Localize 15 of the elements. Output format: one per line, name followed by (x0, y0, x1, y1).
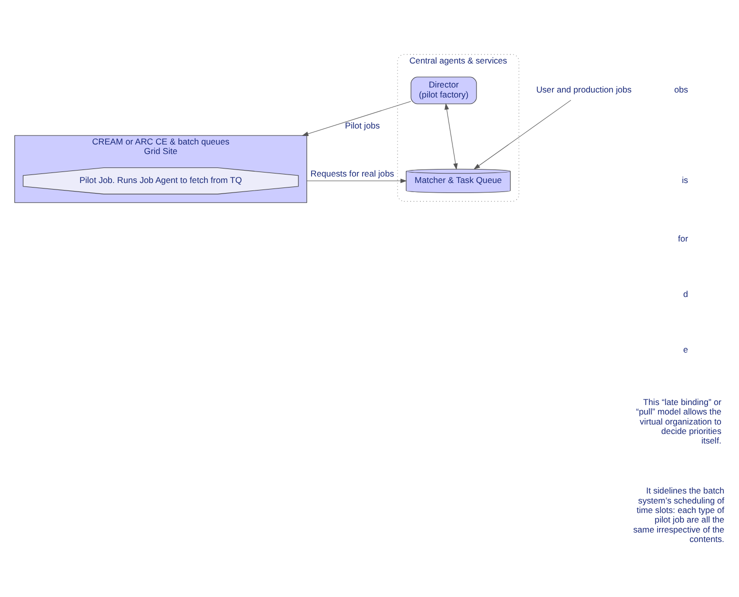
label: e (683, 344, 688, 354)
label: This “late binding” or “pull” model allows the virtual organization to decide priorities itself. (636, 396, 722, 446)
arrow (474, 100, 572, 170)
arrow (302, 101, 412, 136)
arrow (306, 178, 407, 184)
edge-label: Requests for real jobs (310, 168, 394, 178)
edge-label: Pilot jobs (344, 120, 380, 130)
node-text: User and production jobs (536, 84, 632, 94)
label: It sidelines the batch system’s scheduling of time slots: each type of pilot job are all the same irrespective of the contents. (633, 486, 724, 544)
label: d (683, 289, 688, 300)
label: is (682, 174, 688, 185)
arrow (444, 103, 458, 170)
label: for (678, 234, 688, 244)
node-box: Director (pilot factory) (410, 76, 477, 104)
label: obs (674, 84, 688, 94)
